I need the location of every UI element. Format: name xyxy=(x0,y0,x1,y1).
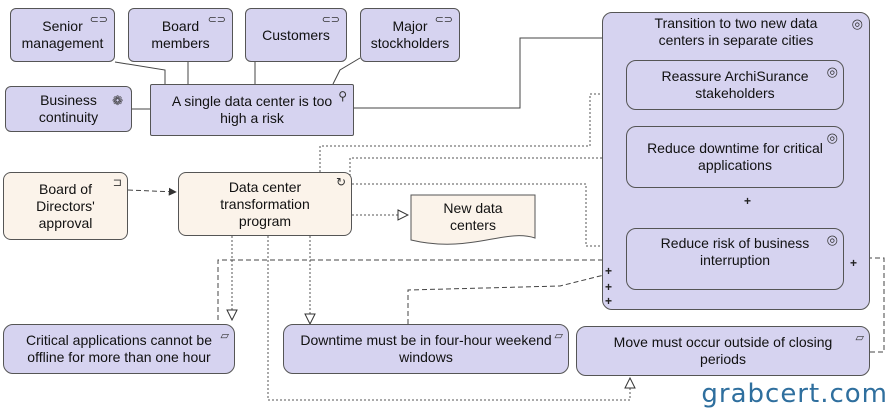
stakeholder-board-members[interactable]: Board members ⊂⊃ xyxy=(128,8,233,62)
target-icon: ◎ xyxy=(826,64,838,79)
stakeholder-senior-management[interactable]: Senior management ⊂⊃ xyxy=(10,8,115,62)
requirement-icon: ▱ xyxy=(220,330,229,342)
line-critical-risk xyxy=(217,260,622,320)
line-approval-program xyxy=(127,187,177,196)
deliverable-label: New data centers xyxy=(443,200,503,233)
stakeholder-label: Senior management xyxy=(21,18,104,51)
stakeholder-label: Board members xyxy=(151,18,210,51)
event-board-approval[interactable]: Board of Directors' approval ⊐ xyxy=(3,172,128,240)
stakeholder-icon: ⊂⊃ xyxy=(207,14,226,26)
plus-mark-3: + xyxy=(605,294,613,308)
requirement-label: Critical applications cannot be offline … xyxy=(26,332,212,365)
line-closing-risk xyxy=(846,258,885,353)
stakeholder-icon: ⊂⊃ xyxy=(434,14,453,26)
line-risk-goal xyxy=(354,37,602,109)
driver-wheel-icon: ❁ xyxy=(112,93,123,108)
stakeholder-label: Major stockholders xyxy=(370,18,450,51)
requirement-label: Move must occur outside of closing perio… xyxy=(613,334,833,367)
assessment-single-data-center[interactable]: A single data center is too high a risk … xyxy=(150,84,354,136)
driver-business-continuity[interactable]: Business continuity ❁ xyxy=(5,86,132,132)
line-program-closing xyxy=(267,236,630,401)
plus-mark-1: + xyxy=(605,264,613,278)
outcome-label: Reduce risk of business interruption xyxy=(660,235,810,268)
target-icon: ◎ xyxy=(826,130,838,145)
outcome-label: Reduce downtime for critical application… xyxy=(647,140,823,173)
stakeholder-icon: ⊂⊃ xyxy=(321,14,340,26)
magnifier-icon: ⚲ xyxy=(338,89,347,103)
deliverable-new-data-centers[interactable] xyxy=(410,194,536,248)
stakeholder-icon: ⊂⊃ xyxy=(89,14,108,26)
stakeholder-customers[interactable]: Customers ⊂⊃ xyxy=(245,8,347,62)
work-package-program[interactable]: Data center transformation program ↻ xyxy=(178,172,352,236)
requirement-icon: ▱ xyxy=(855,332,864,344)
watermark: grabcert.com xyxy=(701,379,888,409)
driver-label: Business continuity xyxy=(38,92,99,125)
stakeholder-label: Customers xyxy=(262,26,330,43)
target-icon: ◎ xyxy=(851,16,863,31)
deliverable-shape xyxy=(410,194,536,245)
plus-mark-4: + xyxy=(744,194,752,208)
plus-mark-2: + xyxy=(605,280,613,294)
goal-label: Transition to two new data centers in se… xyxy=(654,15,818,48)
stakeholder-major-stockholders[interactable]: Major stockholders ⊂⊃ xyxy=(360,8,460,62)
line-weekend-risk xyxy=(407,270,624,324)
plus-mark-5: + xyxy=(850,256,858,270)
line-program-downtime xyxy=(349,158,624,180)
work-package-icon: ↻ xyxy=(335,175,346,189)
target-icon: ◎ xyxy=(826,232,838,247)
line-program-reassure xyxy=(319,94,624,176)
outcome-reduce-downtime[interactable]: Reduce downtime for critical application… xyxy=(626,126,844,188)
line-senior-risk xyxy=(114,61,166,84)
requirement-weekend-windows[interactable]: Downtime must be in four-hour weekend wi… xyxy=(283,324,569,374)
requirement-critical-applications[interactable]: Critical applications cannot be offline … xyxy=(3,324,235,374)
requirement-label: Downtime must be in four-hour weekend wi… xyxy=(300,332,552,365)
assessment-label: A single data center is too high a risk xyxy=(171,93,333,126)
line-program-risk xyxy=(352,183,624,246)
outcome-reduce-risk[interactable]: Reduce risk of business interruption ◎ xyxy=(626,228,844,290)
deliverable-label-box: New data centers xyxy=(420,200,526,234)
event-label: Board of Directors' approval xyxy=(36,180,95,231)
event-icon: ⊐ xyxy=(112,177,122,189)
line-stockholders-risk xyxy=(332,57,361,85)
outcome-reassure-stakeholders[interactable]: Reassure ArchiSurance stakeholders ◎ xyxy=(626,60,844,110)
requirement-icon: ▱ xyxy=(554,330,563,342)
requirement-closing-periods[interactable]: Move must occur outside of closing perio… xyxy=(576,326,870,376)
work-package-label: Data center transformation program xyxy=(220,178,310,229)
outcome-label: Reassure ArchiSurance stakeholders xyxy=(661,68,809,101)
